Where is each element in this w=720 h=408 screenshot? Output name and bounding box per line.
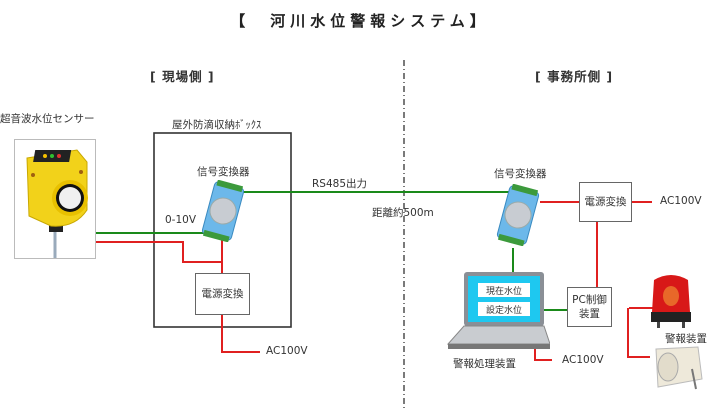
office-side-heading: [ 事務所側 ] [535, 69, 614, 84]
alarm-processing-laptop: 現在水位 設定水位 [440, 270, 551, 352]
laptop-ac-wire [534, 347, 552, 361]
signal-converter-icon [496, 183, 540, 247]
pc-control-label-line1: PC制御 [572, 294, 607, 306]
screen-current-level: 現在水位 [478, 283, 530, 297]
field-ac-label: AC100V [266, 345, 308, 357]
distance-label: 距離約500m [372, 207, 434, 219]
laptop-ac-label: AC100V [562, 354, 604, 366]
ultrasonic-sensor [14, 139, 96, 259]
field-converter-label: 信号変換器 [197, 166, 250, 178]
office-power-converter: 電源変換 [579, 182, 632, 222]
alarm-speaker [648, 345, 706, 397]
sensor-label: 超音波水位センサー [0, 113, 95, 125]
rotating-beacon [648, 272, 694, 334]
office-signal-converter [495, 183, 541, 250]
office-converter-label: 信号変換器 [494, 168, 547, 180]
analog-signal-label: 0-10V [165, 214, 197, 226]
pc-control-unit: PC制御 装置 [567, 287, 612, 327]
sensor-power-wire [95, 241, 222, 263]
speaker-icon [655, 346, 703, 390]
page-title: 【 河川水位警報システム】 [230, 12, 490, 30]
alarm-device-label: 警報装置 [665, 333, 707, 345]
field-signal-converter [200, 179, 246, 246]
laptop-label: 警報処理装置 [453, 358, 516, 370]
rs485-output-label: RS485出力 [312, 178, 368, 190]
field-power-converter: 電源変換 [195, 273, 250, 315]
signal-converter-icon [201, 179, 245, 243]
enclosure-label: 屋外防滴収納ﾎﾞｯｸｽ [172, 119, 262, 131]
ultrasonic-sensor-icon [26, 149, 88, 258]
speaker-wire [627, 308, 650, 358]
beacon-icon [651, 275, 691, 328]
screen-set-level: 設定水位 [478, 302, 530, 316]
field-ac-power-wire [221, 314, 260, 353]
office-ac-label: AC100V [660, 195, 702, 207]
pc-control-label-line2: 装置 [579, 308, 600, 320]
field-side-heading: [ 現場側 ] [150, 69, 215, 84]
